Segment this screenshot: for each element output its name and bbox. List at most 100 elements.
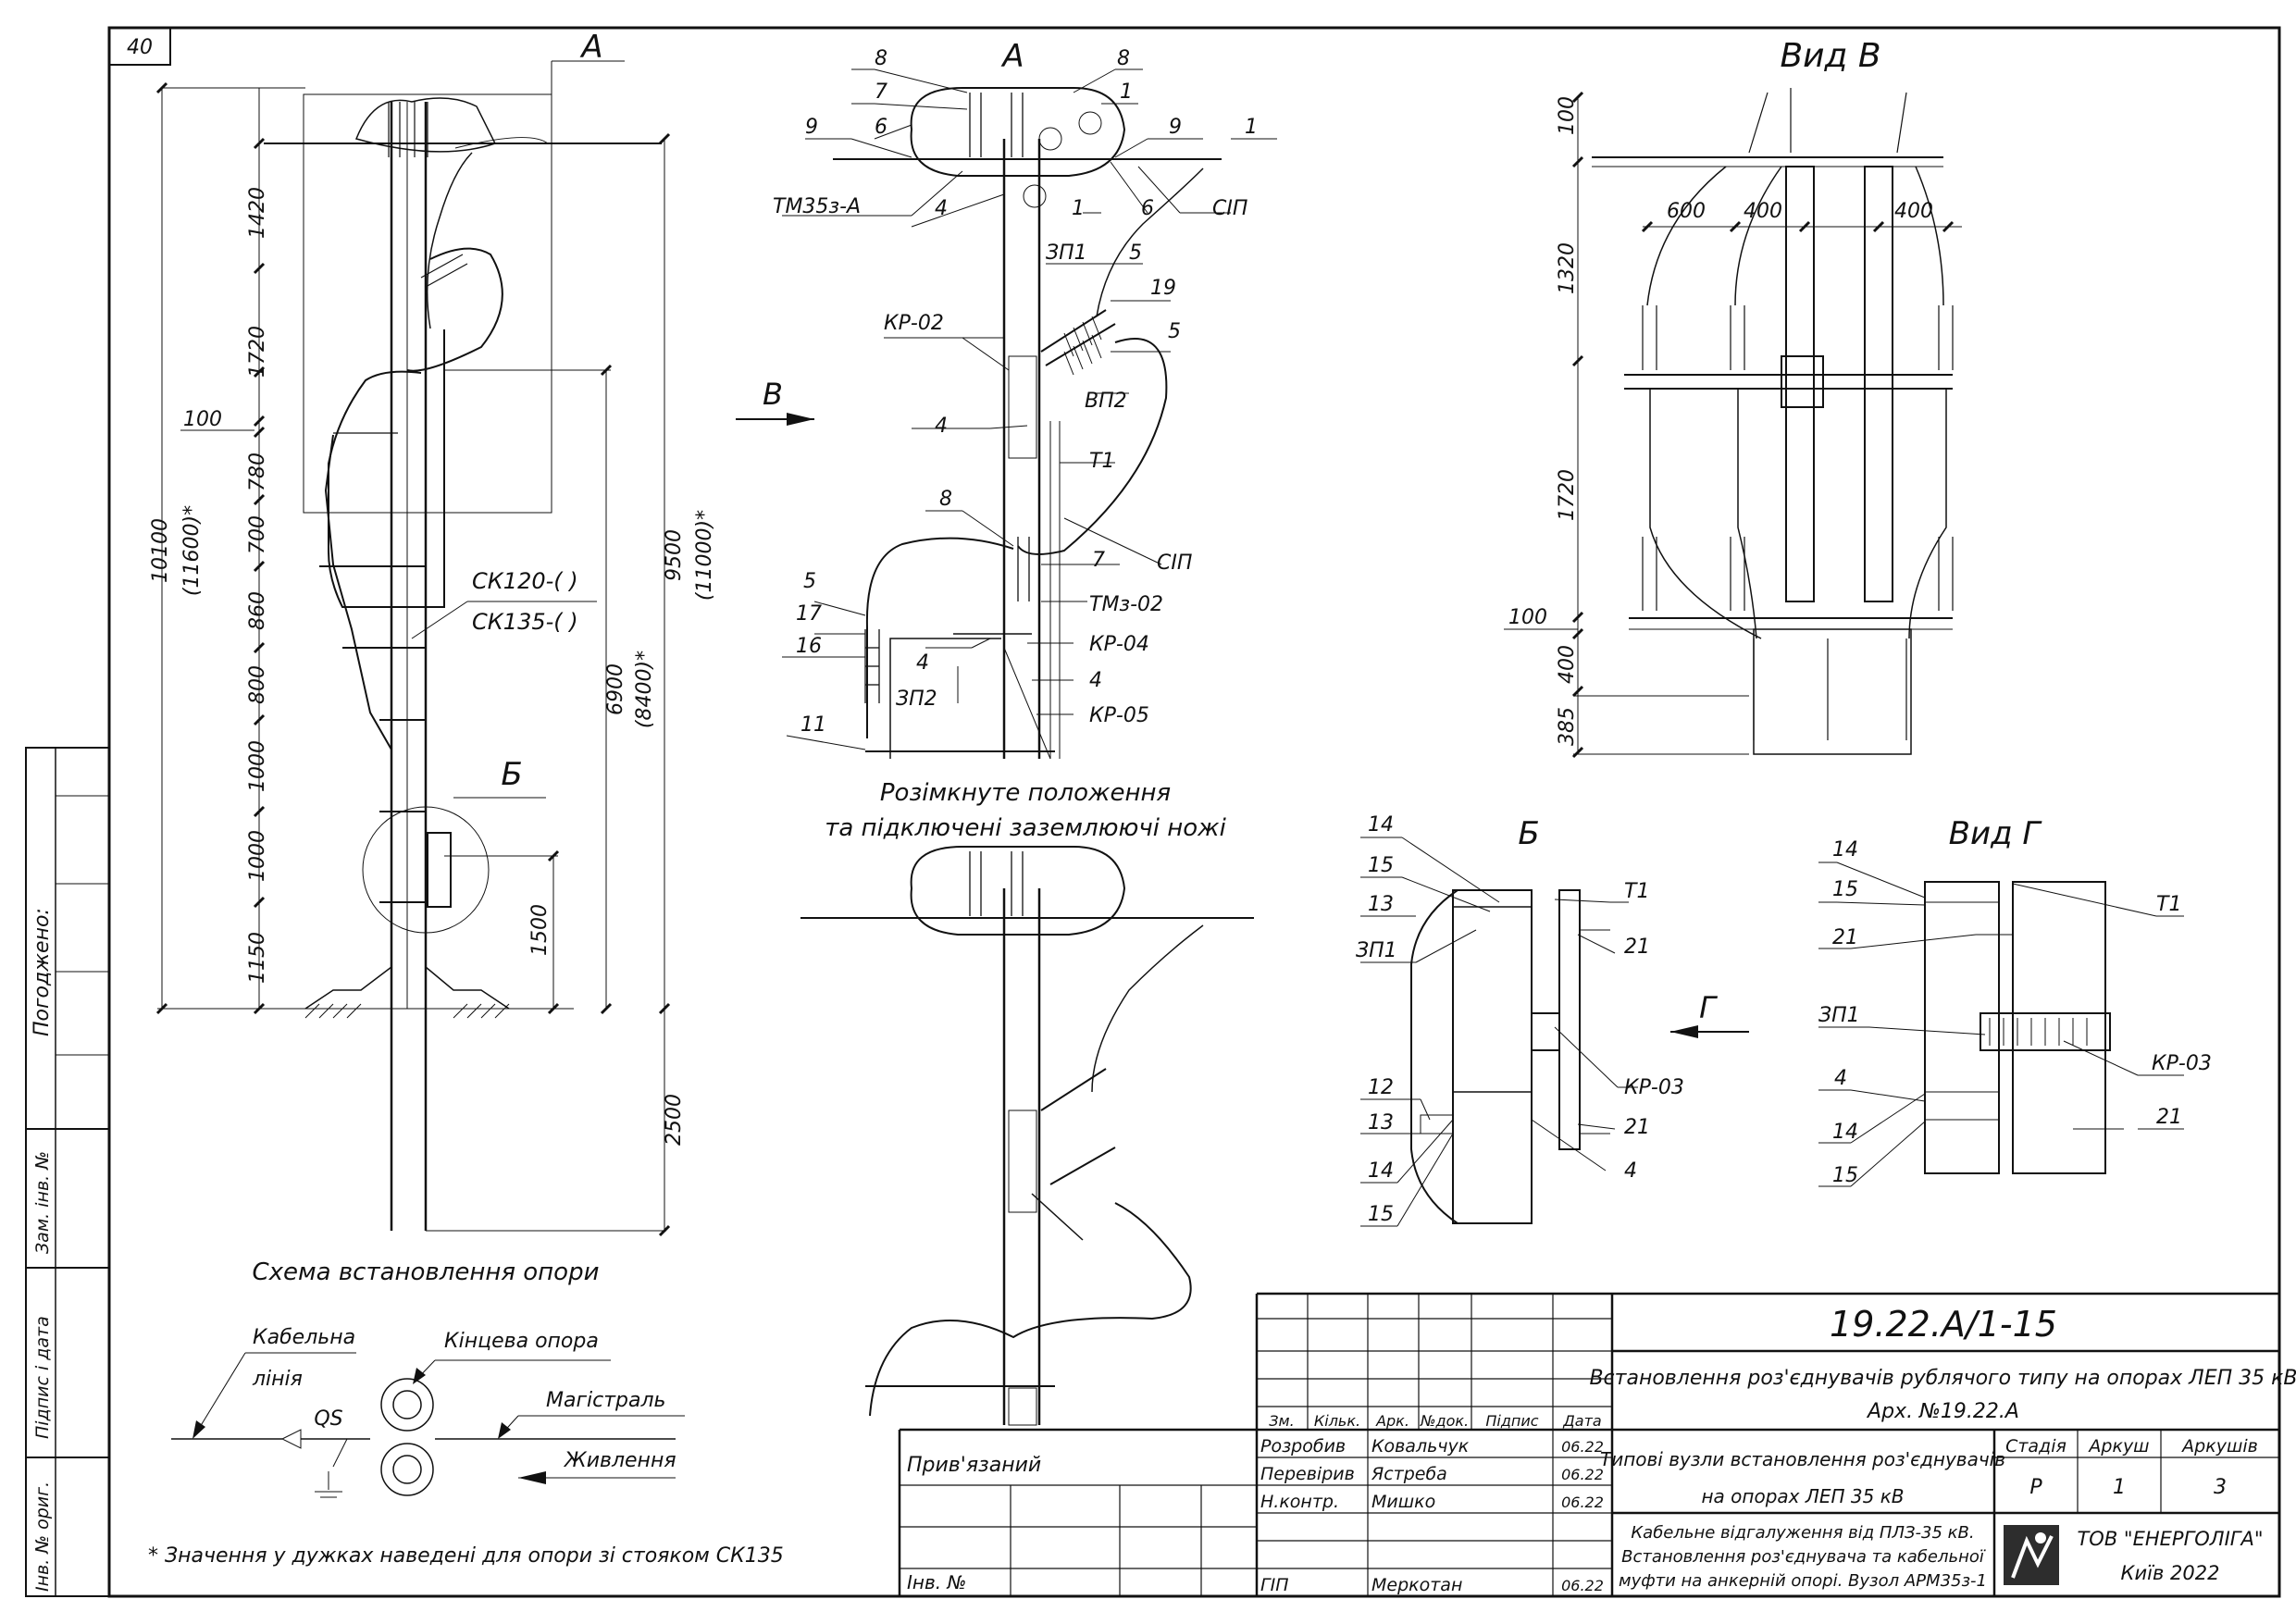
a-label-19: 19 (1150, 277, 1176, 300)
name-normcontrol: Мишко (1371, 1492, 1435, 1512)
dim-800: 800 (246, 665, 269, 704)
sheets-value: 3 (2214, 1476, 2227, 1499)
inv-label: Інв. № (907, 1571, 966, 1593)
v-dim-400: 400 (1556, 645, 1579, 684)
open-position-drawing (800, 846, 1254, 1426)
b-label-13-low: 13 (1368, 1111, 1394, 1134)
date-chief: 06.22 (1561, 1577, 1604, 1594)
arrow-v-icon (787, 413, 814, 426)
sheet-title-2: на опорах ЛЕП 35 кВ (1701, 1485, 1904, 1507)
side-label-signature: Підпис і дата (32, 1316, 53, 1439)
a-label-zp1: ЗП1 (1046, 242, 1087, 265)
a-label-5-left: 5 (803, 570, 816, 593)
g-label-21-right: 21 (2156, 1106, 2182, 1129)
b-label-4: 4 (1624, 1159, 1637, 1183)
view-g: Вид Г 14 15 21 ЗП1 4 (1818, 815, 2212, 1187)
name-developer: Ковальчук (1371, 1436, 1470, 1457)
dim-1000-a: 1000 (246, 740, 269, 792)
a-label-1-right: 1 (1245, 116, 1258, 139)
end-pole-arrow-icon (413, 1368, 426, 1384)
callout-b: Б (501, 756, 522, 793)
doc-code: 19.22.А/1-15 (1830, 1304, 2057, 1345)
g-label-15-top: 15 (1832, 878, 1858, 901)
g-label-15-low: 15 (1832, 1164, 1858, 1187)
a-label-zp2: ЗП2 (896, 688, 937, 711)
a-label-9-left: 9 (805, 116, 818, 139)
sheet-label: Аркуш (2087, 1436, 2149, 1457)
sheet-value: 1 (2113, 1476, 2126, 1499)
dim-total-alt: (11600)* (180, 505, 204, 596)
a-label-11: 11 (800, 713, 826, 737)
b-label-t1: Т1 (1624, 880, 1649, 903)
a-label-9-right: 9 (1169, 116, 1182, 139)
role-normcontrol: Н.контр. (1260, 1492, 1339, 1512)
a-label-16: 16 (796, 635, 822, 658)
a-label-kr05: КР-05 (1089, 704, 1149, 727)
a-label-tmz02: ТМз-02 (1089, 593, 1163, 616)
page-number: 40 (127, 36, 153, 59)
arrow-v-label: В (763, 377, 783, 412)
dim-1500: 1500 (528, 904, 552, 956)
side-stamp: Погоджено: Зам. інв. № Підпис і дата Інв… (25, 747, 110, 1597)
open-caption-2: та підключені заземлюючі ножі (825, 814, 1226, 842)
v-dim-100-top: 100 (1556, 96, 1579, 135)
role-developer: Розробив (1260, 1436, 1346, 1457)
view-b-title: Б (1518, 815, 1539, 852)
a-label-kr04: КР-04 (1089, 633, 1149, 656)
end-pole-symbol-bottom (380, 1443, 434, 1496)
view-a-title: А (1000, 38, 1024, 75)
b-label-14-low: 14 (1368, 1159, 1394, 1183)
linked-label: Прив'язаний (907, 1454, 1041, 1477)
view-v: Вид В (1504, 37, 1962, 759)
a-label-vp2: ВП2 (1085, 390, 1127, 413)
dim-1420: 1420 (246, 187, 269, 239)
a-label-tm35z-a: ТМ35з-А (773, 195, 861, 218)
a-label-8-left: 8 (875, 47, 887, 70)
v-dim-1320: 1320 (1556, 242, 1579, 294)
pole-scheme-view: А Б (149, 29, 716, 1286)
a-label-4-mid: 4 (935, 415, 948, 438)
a-label-8-mid: 8 (939, 488, 952, 511)
detail-a-window (303, 93, 552, 514)
dim-860: 860 (246, 591, 269, 630)
a-label-5-low: 5 (1168, 320, 1181, 343)
g-label-4: 4 (1834, 1067, 1847, 1090)
cable-line-label-1: Кабельна (253, 1326, 355, 1349)
header-signature: Підпис (1485, 1412, 1538, 1430)
v-dim-100-low: 100 (1508, 606, 1547, 629)
v-dim-600: 600 (1667, 200, 1706, 223)
side-label-replaced: Зам. інв. № (32, 1151, 53, 1254)
role-checker: Перевірив (1260, 1464, 1355, 1484)
b-label-kr03: КР-03 (1624, 1076, 1684, 1099)
approval-label: Погоджено: (31, 908, 54, 1036)
dim-8400: (8400)* (633, 651, 656, 728)
a-label-4-top: 4 (935, 197, 948, 220)
dim-1150: 1150 (246, 932, 269, 984)
dim-9500: 9500 (663, 529, 686, 581)
header-doc: №док. (1420, 1412, 1469, 1430)
g-label-21: 21 (1832, 926, 1858, 949)
g-label-kr03: КР-03 (2152, 1052, 2212, 1075)
a-label-4-low: 4 (916, 651, 929, 675)
main-line-arrow-icon (498, 1422, 511, 1439)
dim-780: 780 (246, 452, 269, 491)
a-label-6-left: 6 (875, 116, 887, 139)
b-label-21-low: 21 (1624, 1116, 1650, 1139)
b-label-15-low: 15 (1368, 1203, 1394, 1226)
pole-label-sk120: СК120-( ) (472, 568, 578, 594)
view-g-title: Вид Г (1949, 815, 2043, 852)
b-label-21-top: 21 (1624, 936, 1650, 959)
date-developer: 06.22 (1561, 1438, 1604, 1456)
side-label-original: Інв. № ориг. (32, 1481, 53, 1592)
v-dim-1720: 1720 (1556, 469, 1579, 521)
single-line-diagram: Кабельна лінія QS Кінцева опора Магістра… (171, 1326, 685, 1498)
header-date: Дата (1562, 1412, 1601, 1430)
open-caption-1: Розімкнуте положення (880, 779, 1171, 807)
date-checker: 06.22 (1561, 1466, 1604, 1483)
name-chief: Меркотан (1371, 1575, 1462, 1595)
detail-b-view: Б 14 15 13 ЗП1 12 13 14 (1356, 813, 1749, 1227)
header-change: Зм. (1269, 1412, 1294, 1430)
detail-a-view: А (736, 38, 1277, 1426)
g-label-14-low: 14 (1832, 1121, 1858, 1144)
